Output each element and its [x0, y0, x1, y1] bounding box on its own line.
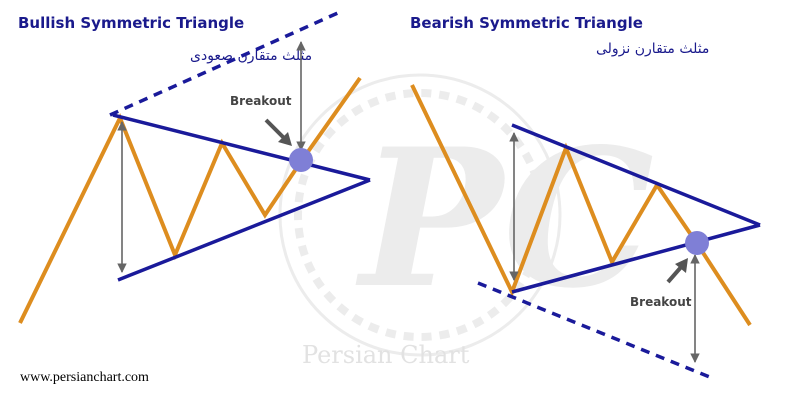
bullish-breakout-label: Breakout — [230, 94, 292, 108]
watermark-logo: PC — [355, 107, 654, 330]
bearish-breakout-point — [685, 231, 709, 255]
bullish-breakout-pointer — [264, 118, 288, 142]
bearish-breakout-label: Breakout — [630, 295, 692, 309]
bullish-subtitle: مثلث متقارن صعودی — [190, 48, 312, 64]
bullish-title: Bullish Symmetric Triangle — [18, 14, 244, 32]
bearish-lower-trendline — [511, 223, 761, 294]
bearish-title: Bearish Symmetric Triangle — [410, 14, 643, 32]
bullish-price-line — [18, 76, 362, 324]
bearish-upper-trendline — [511, 123, 761, 227]
bullish-panel: Bullish Symmetric Triangle مثلث متقارن ص… — [18, 10, 371, 324]
bullish-breakout-pointer-head — [278, 132, 292, 146]
bullish-breakout-point — [289, 148, 313, 172]
bullish-upper-trendline — [112, 113, 371, 182]
bearish-subtitle: مثلث متقارن نزولی — [596, 41, 709, 57]
watermark: PC Persian Chart — [278, 73, 654, 369]
bearish-breakout-pointer-head — [675, 258, 688, 273]
bearish-projection-line — [477, 281, 713, 380]
watermark-brand: Persian Chart — [302, 341, 470, 369]
bullish-projection-line — [109, 10, 341, 117]
bearish-breakout-pointer — [666, 264, 684, 284]
bearish-panel: Bearish Symmetric Triangle مثلث متقارن ن… — [410, 14, 761, 380]
footer-url: www.persianchart.com — [20, 370, 149, 385]
bullish-lower-trendline — [117, 178, 371, 282]
